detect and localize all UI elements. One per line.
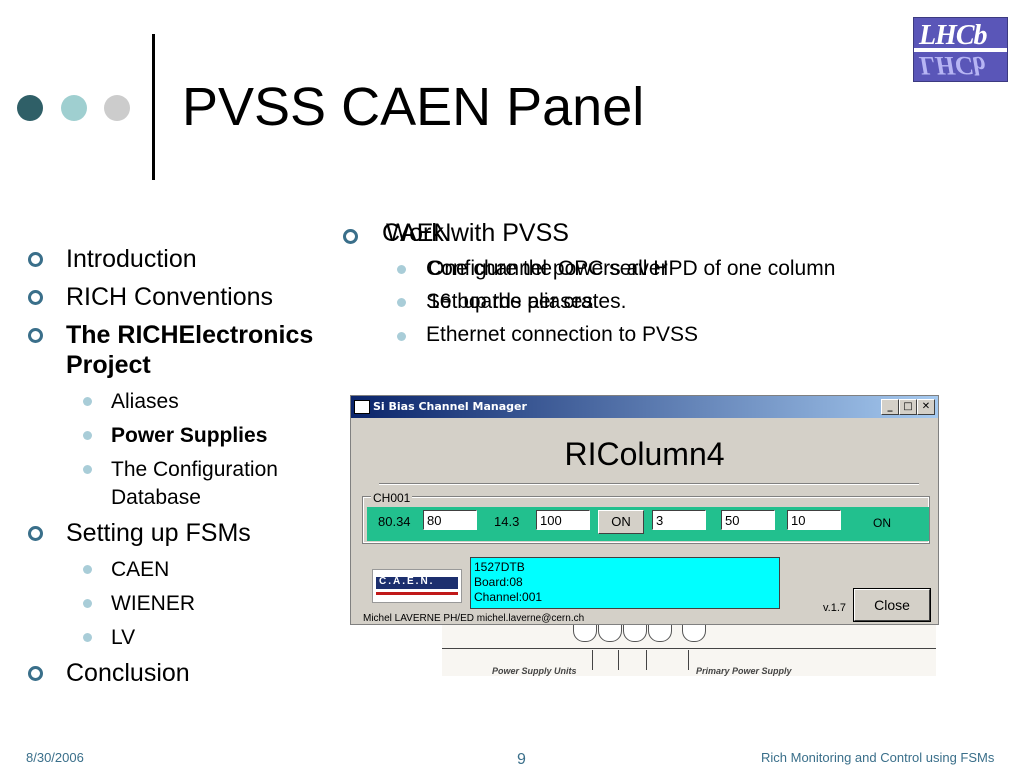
si-bias-channel-manager-window: Si Bias Channel Manager _ □ ✕ RIColumn4 … xyxy=(350,395,939,625)
diagram-label-right: Primary Power Supply xyxy=(696,666,792,676)
caen-logo: C.A.E.N. xyxy=(372,569,462,603)
author-credit: Michel LAVERNE PH/ED michel.laverne@cern… xyxy=(363,613,585,624)
circle-bullet-icon xyxy=(28,290,43,305)
window-icon xyxy=(354,400,370,414)
decor-dot-mid xyxy=(61,95,87,121)
voltage-monitor: 80.34 xyxy=(378,514,411,529)
dot-bullet-icon xyxy=(83,431,92,440)
dot-bullet-icon xyxy=(397,265,406,274)
window-title: Si Bias Channel Manager xyxy=(373,400,527,413)
circle-bullet-icon xyxy=(28,666,43,681)
dot-bullet-icon xyxy=(83,397,92,406)
caen-logo-bar xyxy=(376,577,458,589)
close-window-button[interactable]: ✕ xyxy=(917,399,935,415)
outline-subitem: Aliases xyxy=(24,388,324,416)
logo-text: LHCb xyxy=(919,20,988,51)
right-sub-3: Ethernet connection to PVSS xyxy=(426,323,699,346)
outline-subitem-current: Power Supplies xyxy=(24,422,324,450)
heading-separator xyxy=(379,483,919,485)
outline-list: Introduction RICH Conventions The RICHEl… xyxy=(24,244,324,696)
ramp-up-field[interactable]: 3 xyxy=(652,510,706,530)
right-sub-2b: 16 boards per crates. xyxy=(428,290,627,313)
right-main-pvss: Work with PVSS xyxy=(386,219,569,247)
maximize-button[interactable]: □ xyxy=(899,399,917,415)
channel-group-label: CH001 xyxy=(371,491,413,505)
arrow-icon xyxy=(618,650,619,670)
minimize-button[interactable]: _ xyxy=(881,399,899,415)
outline-subitem: CAEN xyxy=(24,556,324,584)
dot-bullet-icon xyxy=(397,298,406,307)
dot-bullet-icon xyxy=(83,633,92,642)
outline-subitem: The Configuration Database xyxy=(24,456,324,512)
title-divider xyxy=(152,34,155,180)
footer-date: 8/30/2006 xyxy=(26,750,84,765)
caen-logo-stripe xyxy=(376,592,458,595)
right-sub-2a: Set up the aliases xyxy=(426,290,593,313)
outline-subitem: LV xyxy=(24,624,324,652)
dot-bullet-icon xyxy=(83,599,92,608)
circle-bullet-icon xyxy=(343,229,358,244)
circle-bullet-icon xyxy=(28,328,43,343)
outline-item: Conclusion xyxy=(24,658,324,688)
current-set-field[interactable]: 100 xyxy=(536,510,590,530)
diagram-line xyxy=(442,648,936,649)
diagram-label-left: Power Supply Units xyxy=(492,666,577,676)
channel-on-button[interactable]: ON xyxy=(598,510,644,534)
outline-item: Introduction xyxy=(24,244,324,274)
info-line: Channel:001 xyxy=(474,590,543,604)
decor-dot-light xyxy=(104,95,130,121)
decor-dot-dark xyxy=(17,95,43,121)
right-main-caen: CAEN xyxy=(382,219,452,247)
outline-item: RICH Conventions xyxy=(24,282,324,312)
close-button[interactable]: Close xyxy=(853,588,931,622)
caen-logo-text: C.A.E.N. xyxy=(379,576,435,587)
outline-item-current: The RICHElectronics Project xyxy=(24,320,324,380)
outline-item: Setting up FSMs xyxy=(24,518,324,548)
dot-bullet-icon xyxy=(397,332,406,341)
footer-page-number: 9 xyxy=(517,751,526,768)
circle-bullet-icon xyxy=(28,526,43,541)
arrow-icon xyxy=(592,650,593,670)
window-titlebar[interactable]: Si Bias Channel Manager _ □ ✕ xyxy=(351,396,938,418)
board-info-box: 1527DTB Board:08 Channel:001 xyxy=(470,557,780,609)
voltage-set-field[interactable]: 80 xyxy=(423,510,477,530)
arrow-icon xyxy=(646,650,647,670)
trip-field[interactable]: 10 xyxy=(787,510,841,530)
ramp-down-field[interactable]: 50 xyxy=(721,510,775,530)
panel-heading: RIColumn4 xyxy=(564,436,725,472)
slide-title: PVSS CAEN Panel xyxy=(182,77,645,137)
footer-title: Rich Monitoring and Control using FSMs xyxy=(761,750,995,765)
outline-subitem: WIENER xyxy=(24,590,324,618)
version-label: v.1.7 xyxy=(823,602,847,614)
logo-reflection: LHCb xyxy=(919,51,986,80)
dot-bullet-icon xyxy=(83,565,92,574)
channel-status: ON xyxy=(873,516,891,530)
current-monitor: 14.3 xyxy=(494,514,520,529)
info-line: Board:08 xyxy=(474,575,523,589)
info-line: 1527DTB xyxy=(474,560,525,574)
arrow-icon xyxy=(688,650,689,670)
right-sub-1a: Configure the OPC server xyxy=(426,257,668,280)
right-sub-1b: One channel powers all HPD of one column xyxy=(428,257,836,280)
circle-bullet-icon xyxy=(28,252,43,267)
dot-bullet-icon xyxy=(83,465,92,474)
lhcb-logo: LHCb LHCb xyxy=(913,17,1008,82)
logo-band xyxy=(914,48,1007,52)
